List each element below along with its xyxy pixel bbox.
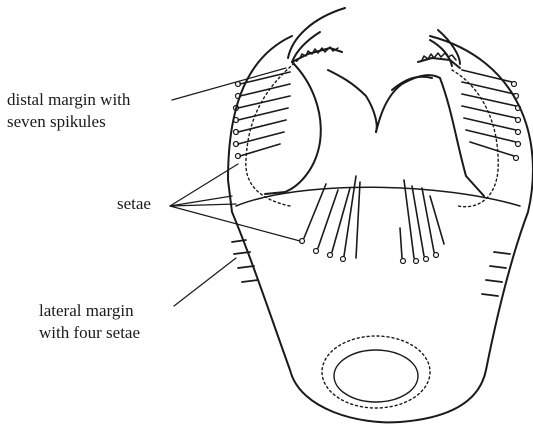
label-lateral-margin-line2: with four setae	[39, 322, 140, 343]
label-distal-margin-line2: seven spikules	[7, 111, 106, 132]
right-claw-inner	[430, 40, 452, 66]
left-dotted-margin	[246, 60, 298, 206]
left-lobe	[265, 62, 321, 194]
leader-setae-4	[170, 206, 300, 241]
right-lateral-setae	[482, 252, 510, 296]
central-setae-left-sockets	[300, 239, 346, 262]
right-lobe	[376, 75, 484, 196]
left-lobe-inner	[328, 70, 377, 132]
body-outline	[228, 36, 533, 422]
label-lateral-margin-line1: lateral margin	[39, 300, 134, 321]
label-distal-margin-line1: distal margin with	[7, 89, 130, 110]
central-setae-right-sockets	[401, 253, 439, 264]
basal-ring-inner	[334, 350, 418, 402]
leader-lateral	[174, 258, 236, 306]
left-distal-setae	[238, 72, 290, 156]
right-distal-margin	[418, 58, 460, 68]
left-claw-inner	[292, 32, 320, 62]
label-setae: setae	[117, 193, 151, 214]
leader-distal	[172, 68, 286, 100]
basal-ring-outer	[322, 336, 430, 408]
central-setae-right	[400, 180, 444, 258]
